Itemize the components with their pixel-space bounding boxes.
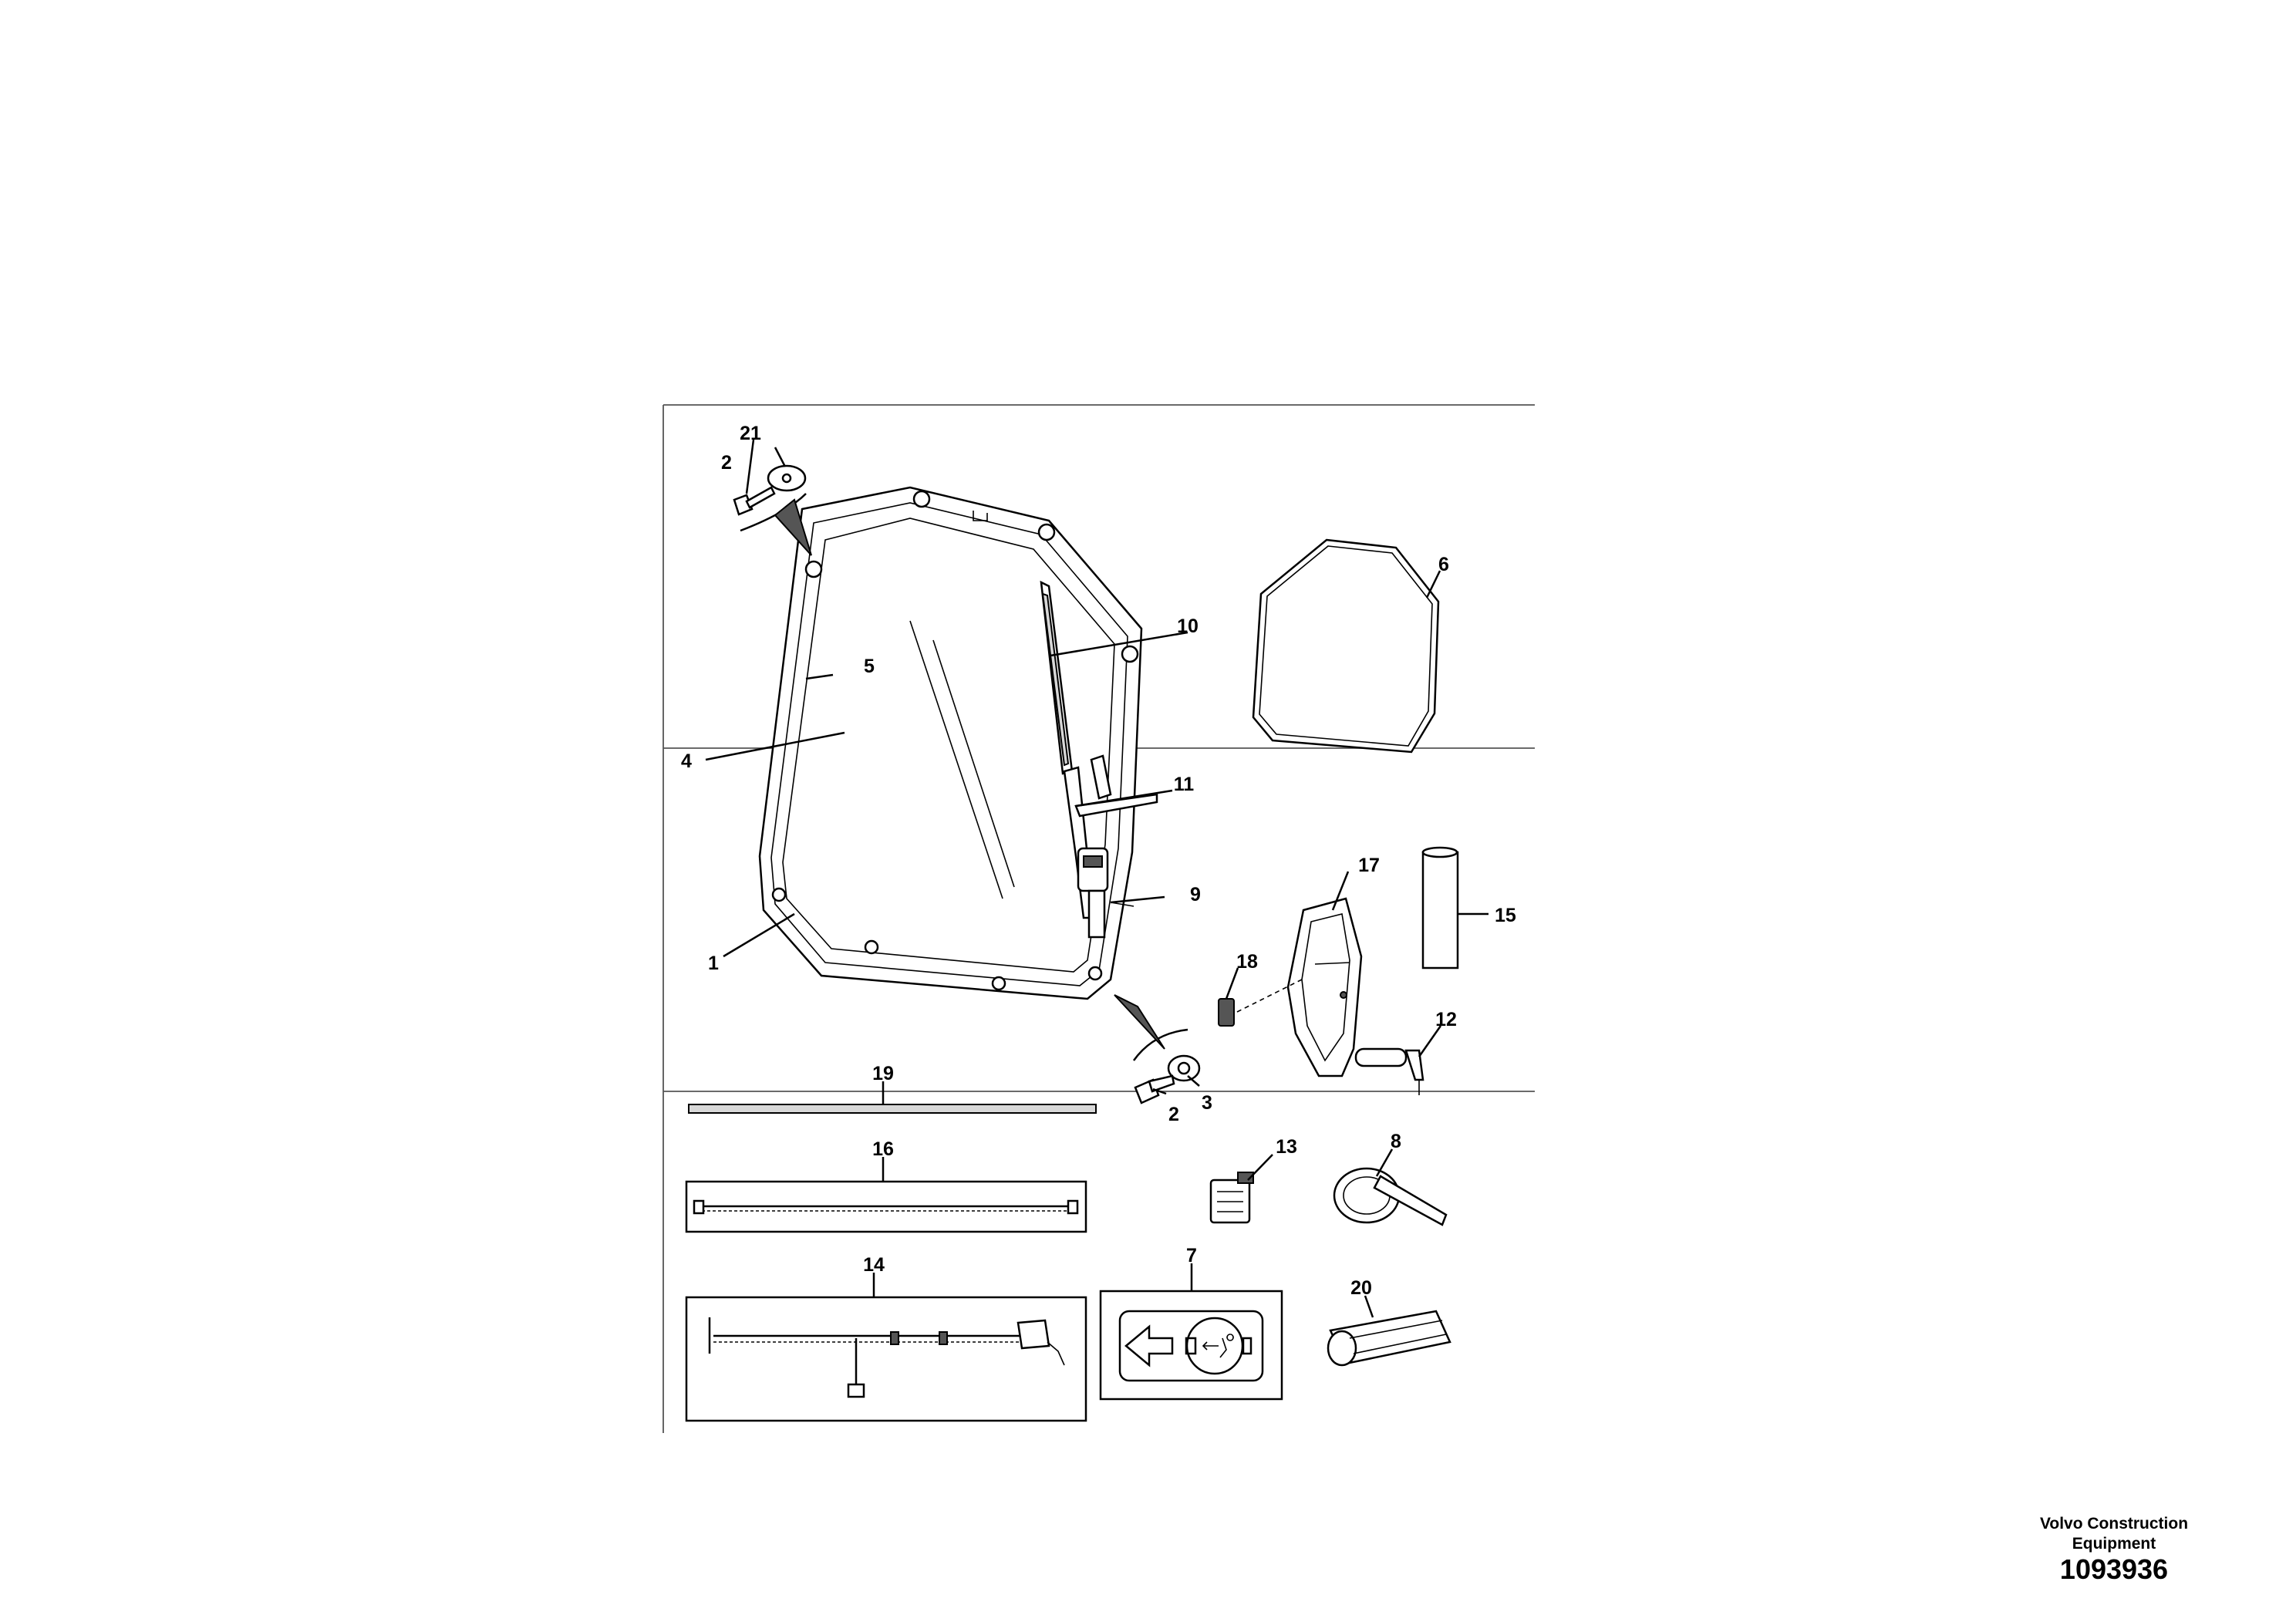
- emergency-exit-sign: [1099, 1290, 1283, 1401]
- cable-box: [685, 1180, 1087, 1233]
- small-clip: [1218, 998, 1235, 1027]
- washer-nozzle: [1354, 1047, 1424, 1095]
- label-2-upper: 2: [721, 452, 732, 474]
- window-seal-inner: [1259, 545, 1433, 747]
- label-3: 3: [1202, 1092, 1212, 1114]
- label-14: 14: [863, 1254, 885, 1276]
- electrical-connector: [1209, 1172, 1254, 1224]
- storage-bracket-inner: [1301, 913, 1350, 1062]
- brand-line-1: Volvo Construction: [2039, 1515, 2189, 1533]
- label-11: 11: [1174, 774, 1195, 795]
- label-16: 16: [872, 1138, 894, 1160]
- arrow-left-icon: [1124, 1324, 1174, 1367]
- label-19: 19: [872, 1063, 894, 1084]
- label-15: 15: [1495, 905, 1516, 926]
- part-labels: 21 2 5 4 1 10 11 9 6 17 15 18 12 2 3 19 …: [681, 423, 1516, 1299]
- label-8: 8: [1391, 1131, 1401, 1152]
- window-seal: [1252, 538, 1440, 754]
- rubber-profile: [1327, 1310, 1451, 1367]
- bracket-hole: [1340, 991, 1347, 999]
- label-2-lower: 2: [1168, 1104, 1179, 1125]
- label-17: 17: [1358, 855, 1380, 876]
- brand-line-2: Equipment: [2072, 1535, 2156, 1553]
- bracket-edge: [1314, 962, 1350, 965]
- label-12: 12: [1435, 1009, 1457, 1030]
- label-9: 9: [1190, 884, 1201, 905]
- person-exit-icon: [1202, 1334, 1234, 1358]
- wiper-assembly: [1040, 580, 1158, 939]
- tube-part: [1421, 846, 1459, 969]
- label-4: 4: [681, 750, 692, 772]
- label-13: 13: [1276, 1136, 1297, 1158]
- document-number: 1093936: [2059, 1553, 2169, 1585]
- lower-bolt-detail: [1114, 994, 1201, 1104]
- leader-lines: [705, 439, 1489, 1318]
- wiring-harness-box: [685, 1296, 1087, 1422]
- label-20: 20: [1350, 1277, 1372, 1299]
- label-1: 1: [708, 953, 719, 974]
- label-6: 6: [1438, 554, 1449, 575]
- clip-guide-line: [1236, 979, 1303, 1013]
- label-7: 7: [1186, 1245, 1197, 1266]
- label-21: 21: [740, 423, 761, 444]
- storage-bracket: [1286, 897, 1363, 1077]
- upper-bolt-detail: [733, 464, 812, 556]
- label-5: 5: [864, 656, 875, 677]
- rubber-strip: [688, 1104, 1097, 1114]
- cable-tie: [1333, 1167, 1448, 1226]
- window-frame-assembly: [758, 486, 1143, 1000]
- label-10: 10: [1177, 615, 1199, 637]
- label-18: 18: [1236, 951, 1258, 973]
